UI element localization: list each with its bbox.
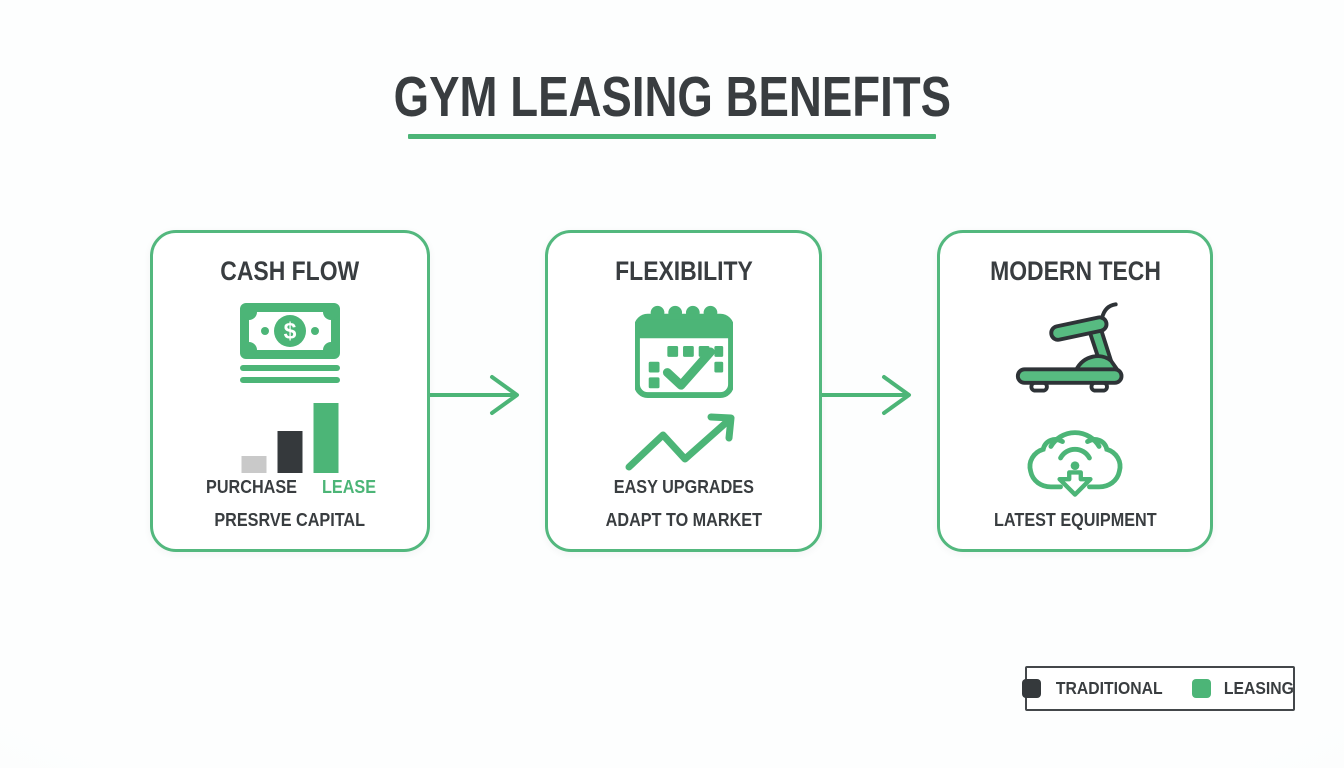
legend-label-leasing: LEASING: [1224, 678, 1295, 698]
card-modern-tech: MODERN TECH LATEST E: [937, 230, 1213, 552]
traditional-color-swatch: [1021, 679, 1041, 698]
legend-label-traditional: TRADITIONAL: [1055, 678, 1163, 698]
label-purchase: PURCHASE: [206, 477, 297, 497]
trend-up-arrow-icon: [625, 413, 734, 471]
title-underline: [408, 134, 936, 139]
cash-flow-caption: PRESRVE CAPITAL: [214, 510, 366, 530]
card-cash-flow-heading: CASH FLOW: [220, 256, 360, 286]
card-cash-flow: CASH FLOW $ PURCHASE LEASE PRESRVE: [150, 230, 430, 552]
connector-arrow-2: [822, 375, 911, 415]
treadmill-icon: [1015, 302, 1124, 393]
title-block: GYM LEASING BENEFITS: [0, 65, 1344, 129]
calendar-check-icon: [634, 305, 733, 398]
bar-purchase-traditional: [277, 431, 303, 473]
page-title: GYM LEASING BENEFITS: [393, 65, 951, 129]
label-lease: LEASE: [322, 477, 377, 497]
cloud-download-wifi-icon: [1027, 430, 1123, 497]
flexibility-caption-2: ADAPT TO MARKET: [605, 510, 762, 530]
modern-tech-caption: LATEST EQUIPMENT: [993, 510, 1157, 530]
card-modern-tech-heading: MODERN TECH: [989, 256, 1161, 286]
legend: TRADITIONAL LEASING: [1021, 666, 1298, 711]
card-flexibility-heading: FLEXIBILITY: [614, 256, 753, 286]
cash-flow-mini-bar-chart: [241, 401, 339, 473]
bar-labels-row: PURCHASE LEASE: [153, 477, 427, 498]
money-banknote-icon: $: [240, 303, 340, 383]
dollar-sign-glyph: $: [284, 318, 297, 344]
leasing-color-swatch: [1192, 679, 1212, 698]
bar-lease-leasing: [313, 403, 339, 473]
legend-item-leasing: LEASING: [1192, 678, 1298, 699]
connector-arrow-1: [430, 375, 519, 415]
flexibility-caption-1: EASY UPGRADES: [613, 477, 754, 497]
legend-item-traditional: TRADITIONAL: [1021, 678, 1169, 699]
bar-baseline-gray: [241, 456, 267, 473]
card-flexibility: FLEXIBILITY EASY UPGR: [545, 230, 822, 552]
